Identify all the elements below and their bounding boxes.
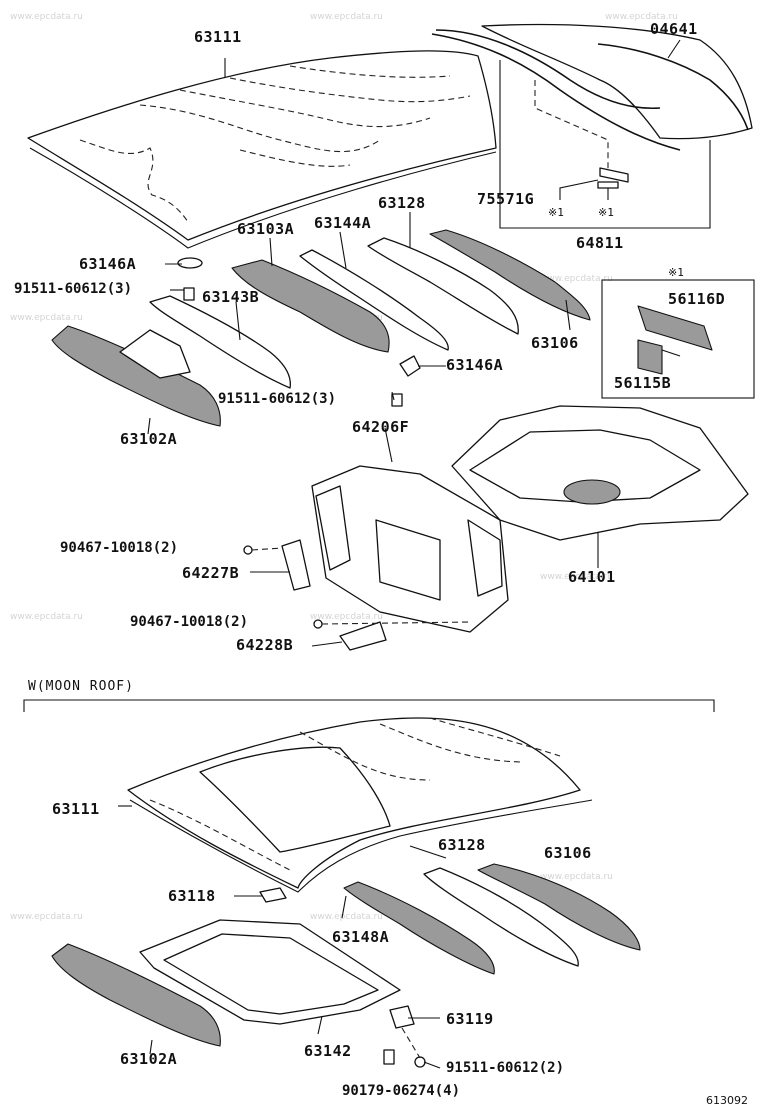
watermark: www.epcdata.ru bbox=[540, 572, 613, 582]
watermark: www.epcdata.ru bbox=[605, 12, 678, 22]
part-label-63128-lower: 63128 bbox=[438, 836, 486, 854]
watermark: www.epcdata.ru bbox=[310, 12, 383, 22]
part-label-63102a-lower: 63102A bbox=[120, 1050, 178, 1068]
part-label-63119: 63119 bbox=[446, 1010, 494, 1028]
watermark: www.epcdata.ru bbox=[540, 872, 613, 882]
watermark: www.epcdata.ru bbox=[540, 274, 613, 284]
part-label-63102a-upper: 63102A bbox=[120, 430, 178, 448]
part-label-56116d: 56116D bbox=[668, 290, 726, 308]
part-label-63106-upper: 63106 bbox=[531, 334, 579, 352]
roof-panel-shape bbox=[27, 50, 497, 249]
watermark: www.epcdata.ru bbox=[10, 12, 83, 22]
part-label-64228b: 64228B bbox=[236, 636, 294, 654]
part-label-63111-lower: 63111 bbox=[52, 800, 100, 818]
part-label-63142: 63142 bbox=[304, 1042, 352, 1060]
part-label-64811: 64811 bbox=[576, 234, 624, 252]
roof-bows-shapes bbox=[51, 229, 591, 427]
label-inset-box bbox=[601, 279, 755, 399]
note-marker-1: ※1 bbox=[548, 206, 564, 219]
leader-lines-upper bbox=[147, 39, 681, 435]
section-bracket bbox=[23, 699, 715, 712]
part-label-90179-06274-4: 90179-06274(4) bbox=[342, 1083, 461, 1099]
moonroof-bows-shapes bbox=[51, 805, 641, 1069]
watermark: www.epcdata.ru bbox=[10, 912, 83, 922]
part-label-04641: 04641 bbox=[650, 20, 698, 38]
moonroof-panel-shape bbox=[127, 717, 593, 893]
part-label-90467-10018-2-lower: 90467-10018(2) bbox=[130, 614, 249, 630]
watermark: www.epcdata.ru bbox=[310, 912, 383, 922]
section-title-moon-roof: W(MOON ROOF) bbox=[28, 679, 134, 694]
part-label-91511-60612-3-right: 91511-60612(3) bbox=[218, 391, 337, 407]
part-label-63146a-left: 63146A bbox=[79, 255, 137, 273]
part-label-56115b: 56115B bbox=[614, 374, 672, 392]
part-label-64227b: 64227B bbox=[182, 564, 240, 582]
part-label-63118: 63118 bbox=[168, 887, 216, 905]
diagram-code: 613092 bbox=[706, 1094, 748, 1107]
part-label-63143b: 63143B bbox=[202, 288, 260, 306]
part-label-63148a: 63148A bbox=[332, 928, 390, 946]
part-label-63111: 63111 bbox=[194, 28, 242, 46]
watermark: www.epcdata.ru bbox=[310, 612, 383, 622]
note-marker-inset: ※1 bbox=[668, 266, 684, 279]
part-label-75571g: 75571G bbox=[477, 190, 535, 208]
part-label-63106-lower: 63106 bbox=[544, 844, 592, 862]
part-label-91511-60612-2: 91511-60612(2) bbox=[446, 1060, 565, 1076]
part-label-63103a: 63103A bbox=[237, 220, 295, 238]
rear-panel-shapes bbox=[243, 405, 749, 651]
part-label-91511-60612-3-left: 91511-60612(3) bbox=[14, 281, 133, 297]
part-label-63128: 63128 bbox=[378, 194, 426, 212]
part-label-64101: 64101 bbox=[568, 568, 616, 586]
part-label-63144a: 63144A bbox=[314, 214, 372, 232]
note-marker-2: ※1 bbox=[598, 206, 614, 219]
watermark: www.epcdata.ru bbox=[10, 612, 83, 622]
part-label-90467-10018-2-upper: 90467-10018(2) bbox=[60, 540, 179, 556]
watermark: www.epcdata.ru bbox=[10, 313, 83, 323]
back-glass-shape bbox=[431, 23, 753, 229]
part-label-64206f: 64206F bbox=[352, 418, 410, 436]
part-label-63146a-right: 63146A bbox=[446, 356, 504, 374]
